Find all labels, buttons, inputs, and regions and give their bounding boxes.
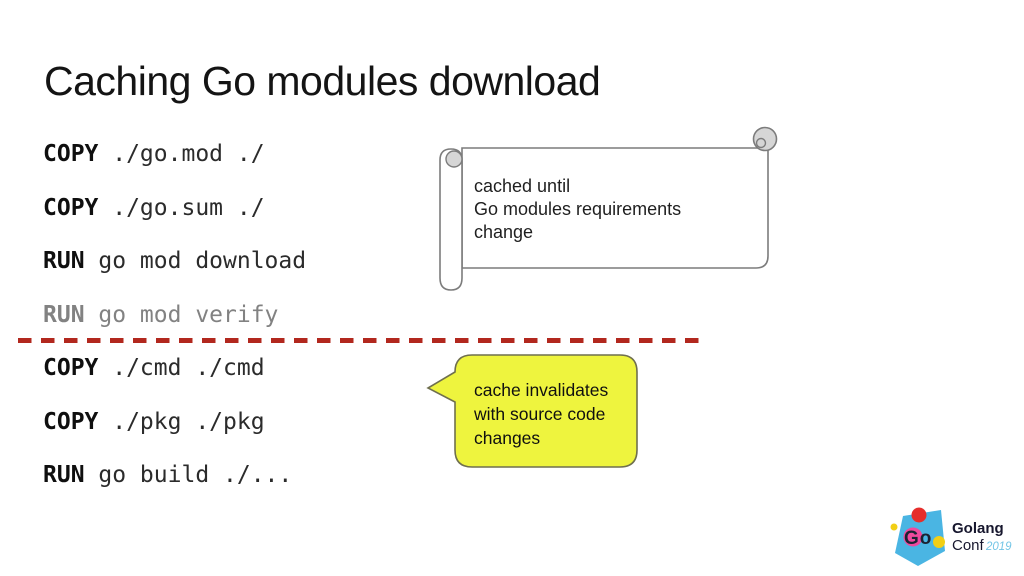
code-text: ./go.mod ./ xyxy=(98,141,265,167)
scroll-note-text: cached until Go modules requirements cha… xyxy=(474,175,681,244)
page-title: Caching Go modules download xyxy=(44,58,601,104)
code-keyword: COPY xyxy=(43,194,99,221)
code-line: COPY ./pkg ./pkg xyxy=(43,396,306,450)
dashed-divider xyxy=(18,338,708,343)
bubble-note-line: changes xyxy=(474,428,541,448)
code-keyword: COPY xyxy=(43,408,99,435)
bubble-note-line: cache invalidates xyxy=(474,380,609,400)
code-keyword: RUN xyxy=(43,462,85,488)
bubble-note-line: with source code xyxy=(474,404,606,424)
scroll-body xyxy=(461,147,769,269)
logo-conf-text: Conf xyxy=(952,537,985,554)
code-line: RUN go mod download xyxy=(43,235,306,289)
code-text: go build ./... xyxy=(84,462,293,488)
speech-bubble xyxy=(426,354,638,468)
code-text: go mod download xyxy=(84,248,307,274)
code-line: RUN go build ./... xyxy=(43,449,306,503)
code-keyword: RUN xyxy=(43,248,85,274)
speech-bubble-shape xyxy=(426,354,638,468)
code-block: COPY ./go.mod ./ COPY ./go.sum ./ RUN go… xyxy=(43,128,306,503)
code-line: COPY ./go.mod ./ xyxy=(43,128,306,182)
logo-pink-dot-icon xyxy=(903,527,923,547)
code-line: COPY ./cmd ./cmd xyxy=(43,342,306,396)
code-text: go mod verify xyxy=(84,301,279,328)
logo-yellow-dot-small-icon xyxy=(890,523,898,531)
code-keyword: COPY xyxy=(43,141,99,167)
code-keyword: COPY xyxy=(43,355,99,381)
logo-go-mark: Go xyxy=(904,528,932,549)
scroll-banner xyxy=(439,126,778,291)
scroll-top-curl-icon xyxy=(752,126,778,152)
scroll-note-line: cached until xyxy=(474,176,571,196)
logo-red-dot-icon xyxy=(911,507,927,523)
golangconf-logo: Go Golang Conf 2019 xyxy=(890,507,1012,566)
logo-year-text: 2019 xyxy=(985,541,1012,553)
code-keyword: RUN xyxy=(43,301,85,328)
code-line-muted: RUN go mod verify xyxy=(43,289,306,343)
scroll-left-roll xyxy=(439,148,463,291)
code-text: ./pkg ./pkg xyxy=(98,408,265,435)
logo-yellow-dot-icon xyxy=(933,536,945,548)
scroll-left-curl-icon xyxy=(445,150,463,168)
scroll-note-line: Go modules requirements xyxy=(474,199,682,219)
scroll-top-curl-inner xyxy=(755,137,767,149)
bubble-note-text: cache invalidates with source code chang… xyxy=(474,378,608,450)
code-line: COPY ./go.sum ./ xyxy=(43,182,306,236)
logo-golang-text: Golang xyxy=(952,520,1004,537)
code-text: ./go.sum ./ xyxy=(98,194,265,221)
code-text: ./cmd ./cmd xyxy=(98,355,265,381)
scroll-note-line: change xyxy=(474,222,534,242)
